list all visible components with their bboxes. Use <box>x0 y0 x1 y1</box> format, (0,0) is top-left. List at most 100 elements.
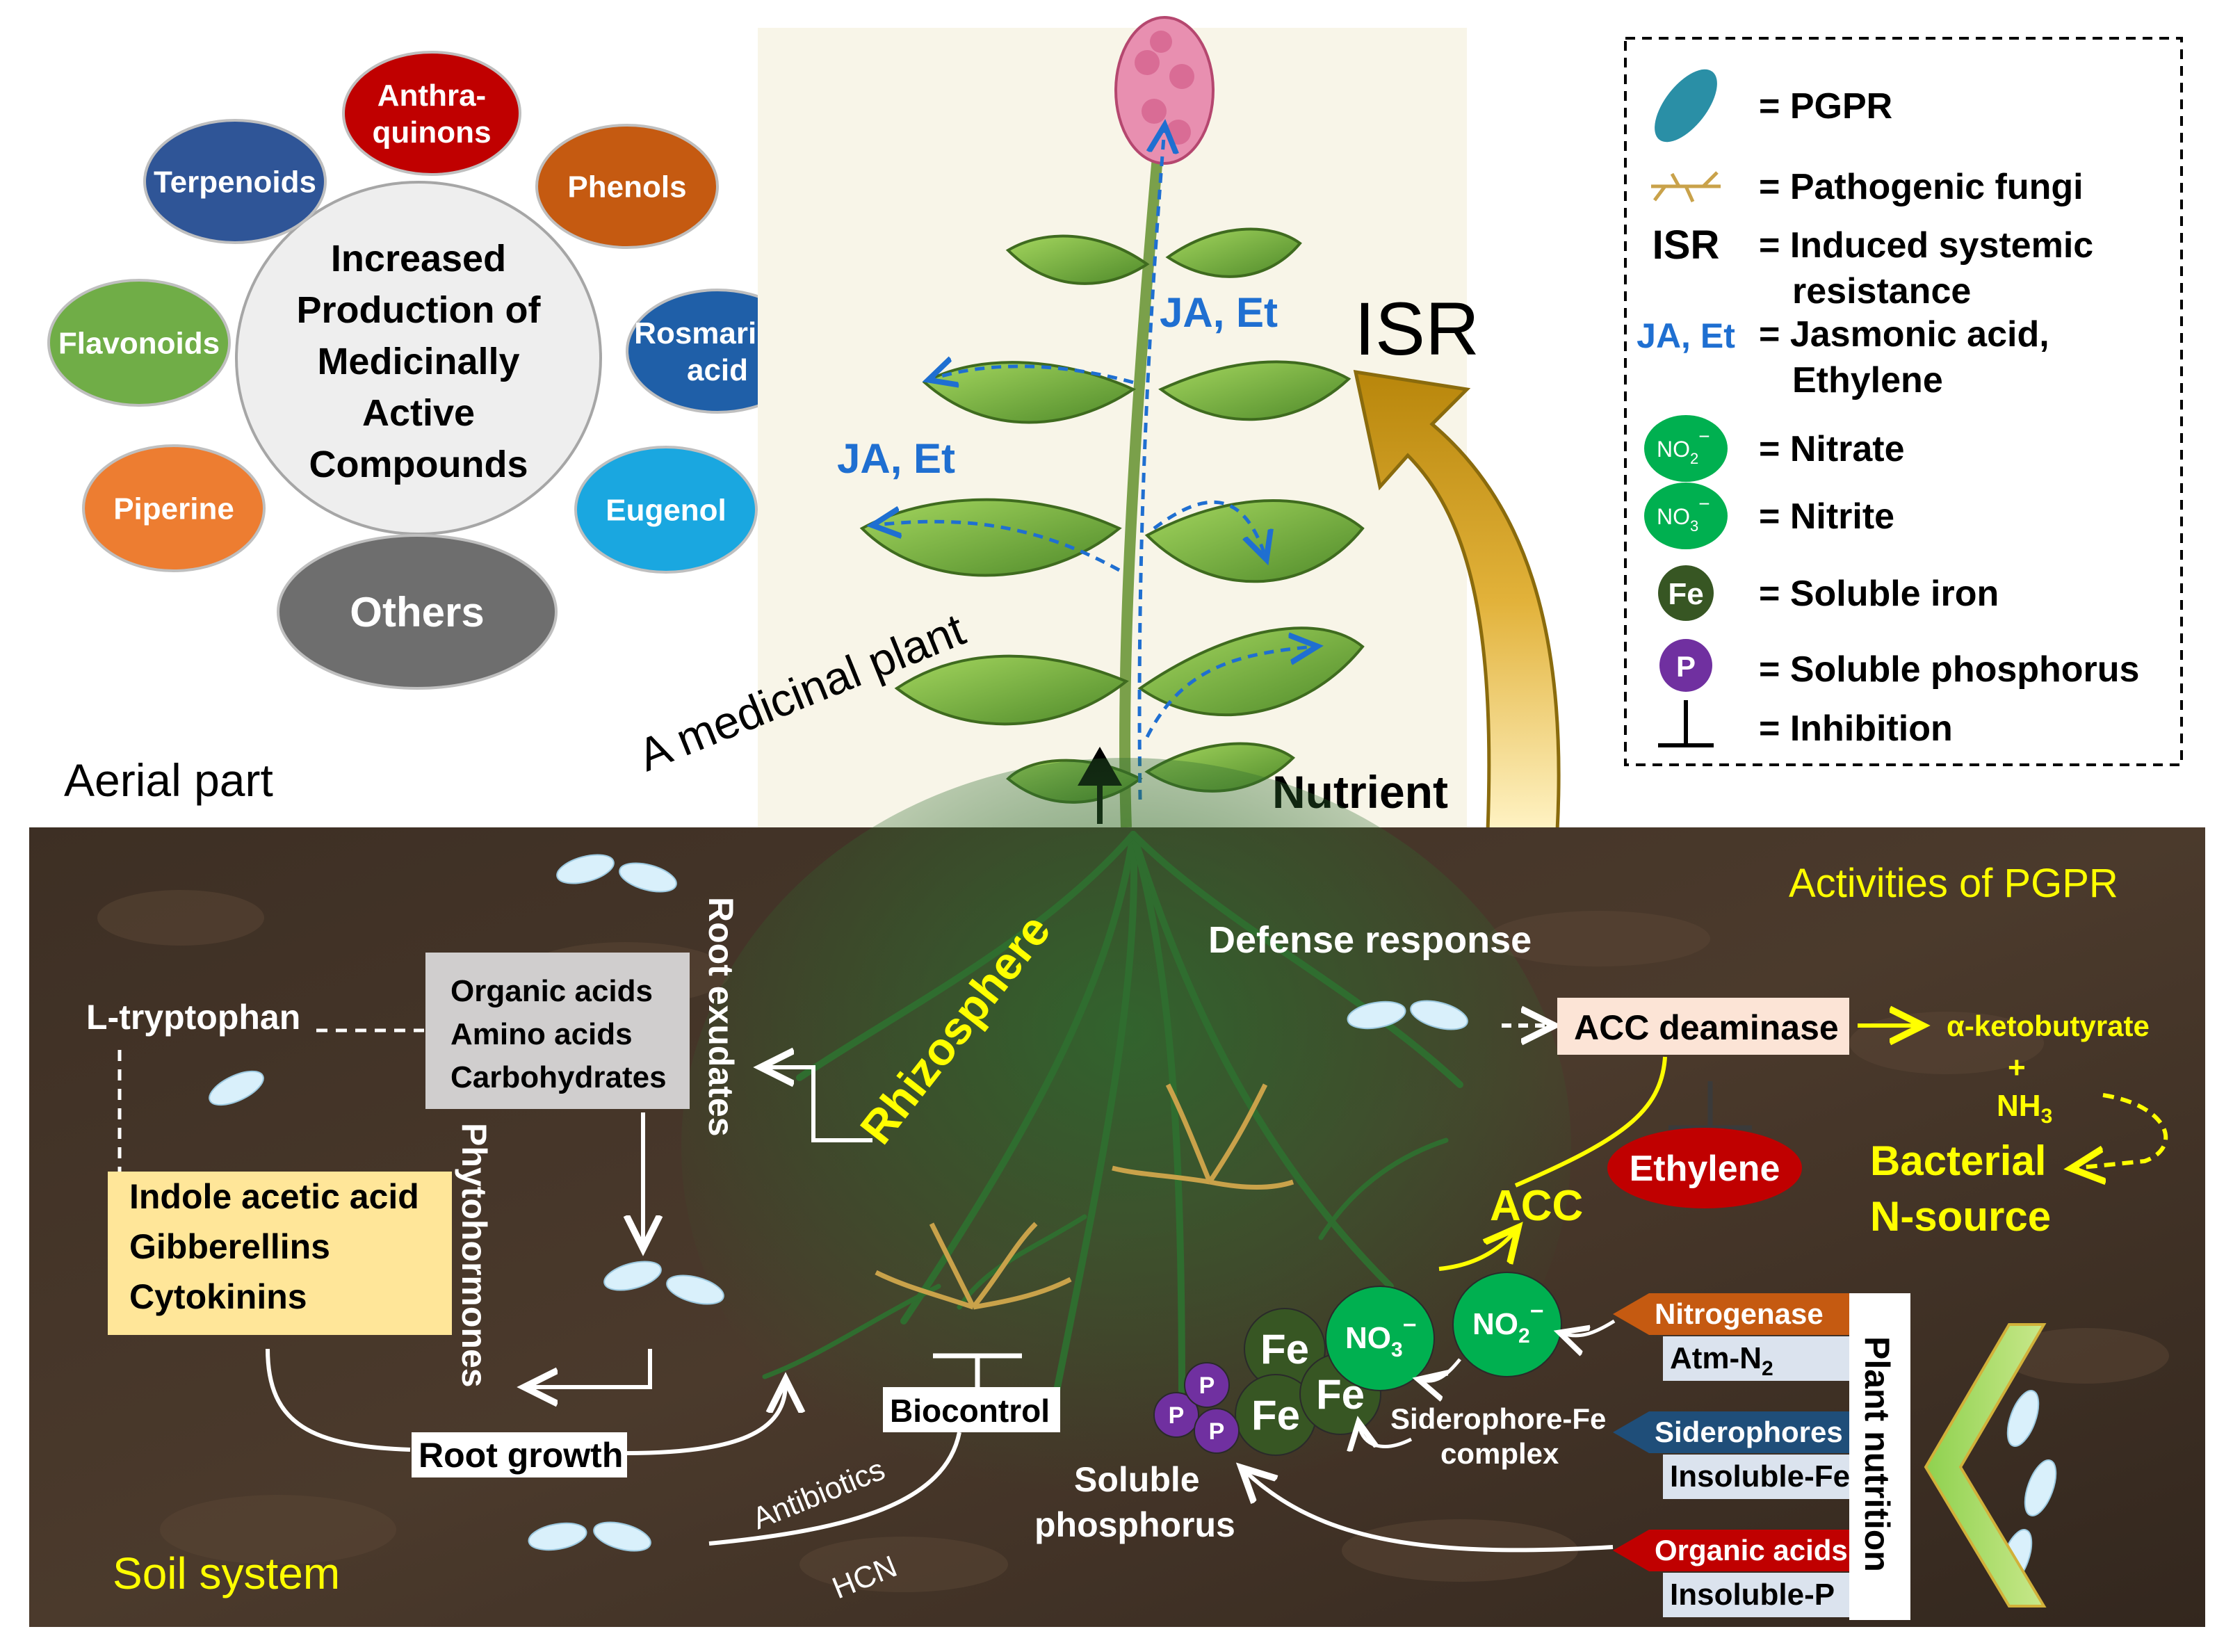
acc-yellow-curve <box>1514 1056 1667 1188</box>
legend-item-text: resistance <box>1792 271 1971 311</box>
l-tryptophan-label: L-tryptophan <box>86 998 300 1037</box>
p-legend-icon <box>1659 639 1712 692</box>
no3-molecule-text: NO3− <box>1345 1312 1417 1361</box>
compound-label: Eugenol <box>606 493 726 527</box>
legend-item-5: NO3−= Nitrite <box>1644 483 1894 549</box>
compound-bubble-5: Piperine <box>82 444 266 572</box>
nutrition-source-label: Insoluble-P <box>1670 1578 1835 1612</box>
pgpr-bacterium <box>2024 1459 2057 1516</box>
compound-label: acid <box>687 353 748 387</box>
no3-legend-icon <box>1644 483 1728 549</box>
ja-et-legend-icon: JA, Et <box>1637 316 1735 355</box>
pgpr-bacterium <box>528 1522 587 1551</box>
center-compound-line: Production of <box>297 289 542 331</box>
compound-ellipse <box>143 119 327 244</box>
center-compound-line: Increased <box>331 238 506 280</box>
nutrition-arrow <box>1613 1530 1849 1571</box>
activities-label: Activities of PGPR <box>1789 861 2118 906</box>
no2-to-no3-arrow <box>1422 1358 1461 1381</box>
ja-et-label-upper: JA, Et <box>1160 289 1278 336</box>
plant-nutrition-panel: NitrogenaseAtm-N2SiderophoresInsoluble-F… <box>1613 1293 1850 1617</box>
nutrition-source-box <box>1663 1573 1849 1617</box>
legend-item-text: = Induced systemic <box>1759 225 2093 266</box>
p-molecule-text: P <box>1169 1402 1185 1429</box>
compound-label: quinons <box>372 115 491 149</box>
defense-response-label: Defense response <box>1208 919 1532 961</box>
fe-molecule-text: Fe <box>1260 1326 1309 1372</box>
legend-item-text: = PGPR <box>1759 86 1892 127</box>
soil-system-label: Soil system <box>113 1548 340 1598</box>
nutrition-arrow <box>1613 1411 1849 1453</box>
root-exudates-label: Root exudates <box>701 897 740 1137</box>
pgpr-bacterium <box>2006 1390 2040 1447</box>
pgpr-bacterium <box>1410 1000 1468 1030</box>
biocontrol-label: Biocontrol <box>890 1393 1050 1429</box>
center-compound-line: Active <box>362 392 475 434</box>
center-compound-ellipse <box>235 181 602 535</box>
compound-bubble-0: Anthra-quinons <box>342 51 521 176</box>
compound-bubble-6: Flavonoids <box>47 279 231 407</box>
root-growth-box <box>412 1432 627 1477</box>
pgpr-bacterium <box>619 862 677 893</box>
no2-molecule: NO2− <box>1452 1272 1562 1377</box>
fe-legend-icon <box>1658 565 1714 621</box>
pathogenic-fungi-1 <box>875 1222 1072 1310</box>
organic-acids-to-p-arrow <box>1244 1471 1614 1553</box>
legend-item-7: P= Soluble phosphorus <box>1659 639 2139 692</box>
soluble-p-line1: Soluble <box>1074 1460 1200 1499</box>
compound-bubble-4: Others <box>277 534 558 690</box>
bacterial-n-line1: Bacterial <box>1870 1137 2046 1184</box>
pgpr-cluster-2 <box>209 1070 264 1106</box>
legend-item-text: = Soluble iron <box>1759 574 1999 614</box>
no3-molecule: NO3− <box>1325 1286 1435 1391</box>
pgpr-bacterium <box>209 1070 264 1106</box>
pgpr-bacterium <box>556 854 615 884</box>
compound-label: Anthra- <box>377 79 486 113</box>
legend-item-8: = Inhibition <box>1658 700 1953 749</box>
legend-item-2: ISR = Induced systemic resistance <box>1653 222 2094 311</box>
fe-legend-text: Fe <box>1668 577 1703 611</box>
exudate-carbohydrates: Carbohydrates <box>450 1060 667 1094</box>
legend-item-text: = Inhibition <box>1759 708 1953 749</box>
p-molecule-text: P <box>1209 1418 1225 1445</box>
isr-legend-icon: ISR <box>1653 222 1720 268</box>
plant-nutrition-bar <box>1849 1293 1910 1620</box>
acc-deaminase-box <box>1557 998 1849 1055</box>
no2-to-acc-arrow <box>1438 1231 1516 1271</box>
acc-deaminase-label: ACC deaminase <box>1574 1008 1839 1047</box>
fe-molecule: Fe <box>1235 1374 1317 1456</box>
plus-label: + <box>2008 1051 2026 1085</box>
compound-label: Others <box>350 589 484 635</box>
compound-label: Flavonoids <box>58 326 220 360</box>
p-legend-text: P <box>1676 650 1696 683</box>
plant-nutrition-label: Plant nutrition <box>1858 1336 1897 1572</box>
legend-item-4: NO2−= Nitrate <box>1644 415 1905 482</box>
pgpr-cluster-5 <box>1999 1390 2057 1586</box>
compound-ellipse <box>342 51 521 176</box>
fungi-icon <box>1651 171 1721 203</box>
nutrition-source-box <box>1663 1336 1849 1381</box>
plant-roots <box>762 831 1463 1394</box>
nutrition-top-label: Nitrogenase <box>1655 1297 1824 1330</box>
p-molecule: P <box>1184 1362 1230 1408</box>
hormone-gibberellins: Gibberellins <box>129 1227 330 1266</box>
exudate-organic-acids: Organic acids <box>450 974 653 1008</box>
pathogenic-fungi-2 <box>1112 1083 1294 1190</box>
center-compound-line: Compounds <box>309 444 528 485</box>
center-compound-line: Medicinally <box>317 341 519 382</box>
phytohormones-box <box>108 1172 452 1335</box>
nutrition-top-label: Siderophores <box>1655 1416 1843 1448</box>
nutrition-chevron <box>1924 1323 2047 1608</box>
nutrition-top-label: Organic acids <box>1655 1534 1848 1566</box>
ketobutyrate-label: α-ketobutyrate <box>1947 1010 2150 1042</box>
molecule-formula: NO3− <box>1657 493 1710 535</box>
root-growth-label: Root growth <box>419 1436 623 1475</box>
p-molecule-text: P <box>1199 1372 1215 1399</box>
ethylene-label: Ethylene <box>1630 1149 1780 1189</box>
